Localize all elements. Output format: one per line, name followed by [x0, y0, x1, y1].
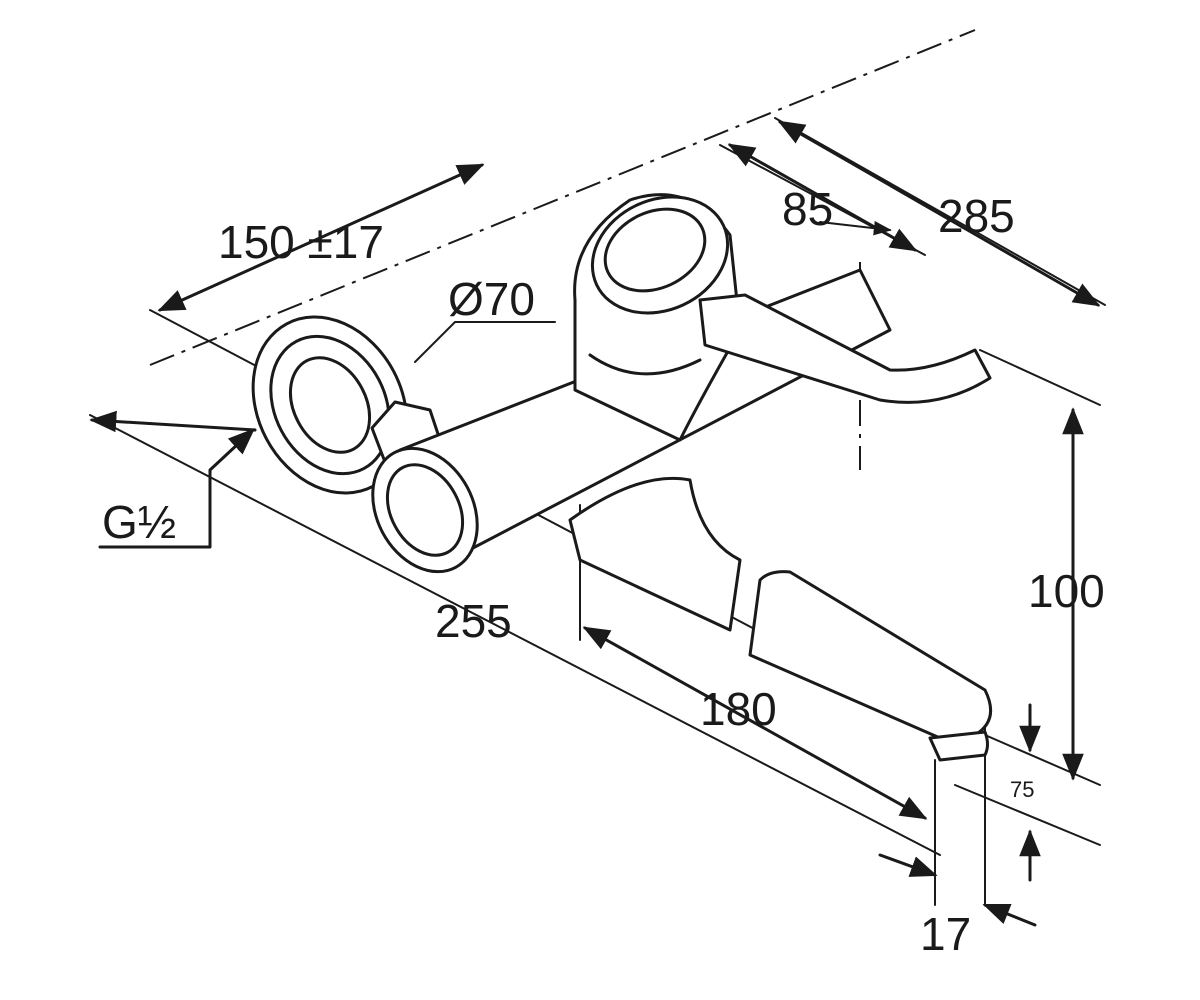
- dim-180: 180: [700, 683, 777, 735]
- dim-thread: G½: [102, 496, 176, 548]
- faucet-body: [251, 193, 993, 762]
- dim-17: 17: [920, 908, 971, 960]
- dim-75: 75: [1010, 777, 1034, 802]
- dim-70: Ø70: [448, 273, 535, 325]
- dimension-lines: [89, 120, 1101, 927]
- dim-85: 85: [782, 183, 833, 235]
- dim-150: 150 ±17: [218, 216, 384, 268]
- dimension-labels: 150 ±17 Ø70 85 285 G½ 255 180 100 75 17: [102, 183, 1105, 960]
- dim-255: 255: [435, 595, 512, 647]
- dim-285: 285: [938, 190, 1015, 242]
- dim-100: 100: [1028, 565, 1105, 617]
